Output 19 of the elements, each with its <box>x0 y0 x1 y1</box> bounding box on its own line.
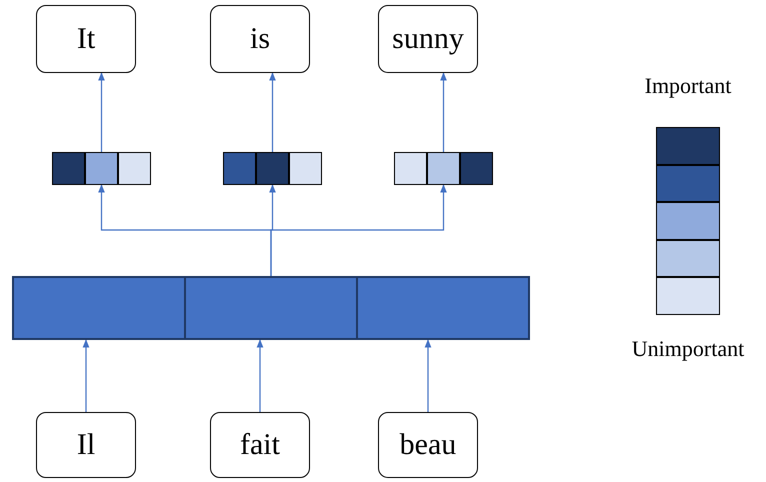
arrow <box>440 72 447 152</box>
attention-weight-bar <box>223 152 322 185</box>
arrow <box>424 339 432 412</box>
arrow <box>269 72 276 152</box>
word-box: sunny <box>378 5 478 73</box>
word-box: It <box>36 5 136 73</box>
word-box: is <box>210 5 310 73</box>
arrow <box>82 339 90 412</box>
scale-label: Important <box>644 73 732 99</box>
word-box: fait <box>210 412 310 478</box>
arrow <box>256 339 264 412</box>
scale-label: Unimportant <box>632 336 744 362</box>
encoder-bar <box>12 276 530 340</box>
word-box: Il <box>36 412 136 478</box>
arrow <box>270 184 447 276</box>
word-box: beau <box>378 412 478 478</box>
attention-weight-bar <box>394 152 493 185</box>
arrow <box>98 72 105 152</box>
attention-weight-bar <box>52 152 151 185</box>
